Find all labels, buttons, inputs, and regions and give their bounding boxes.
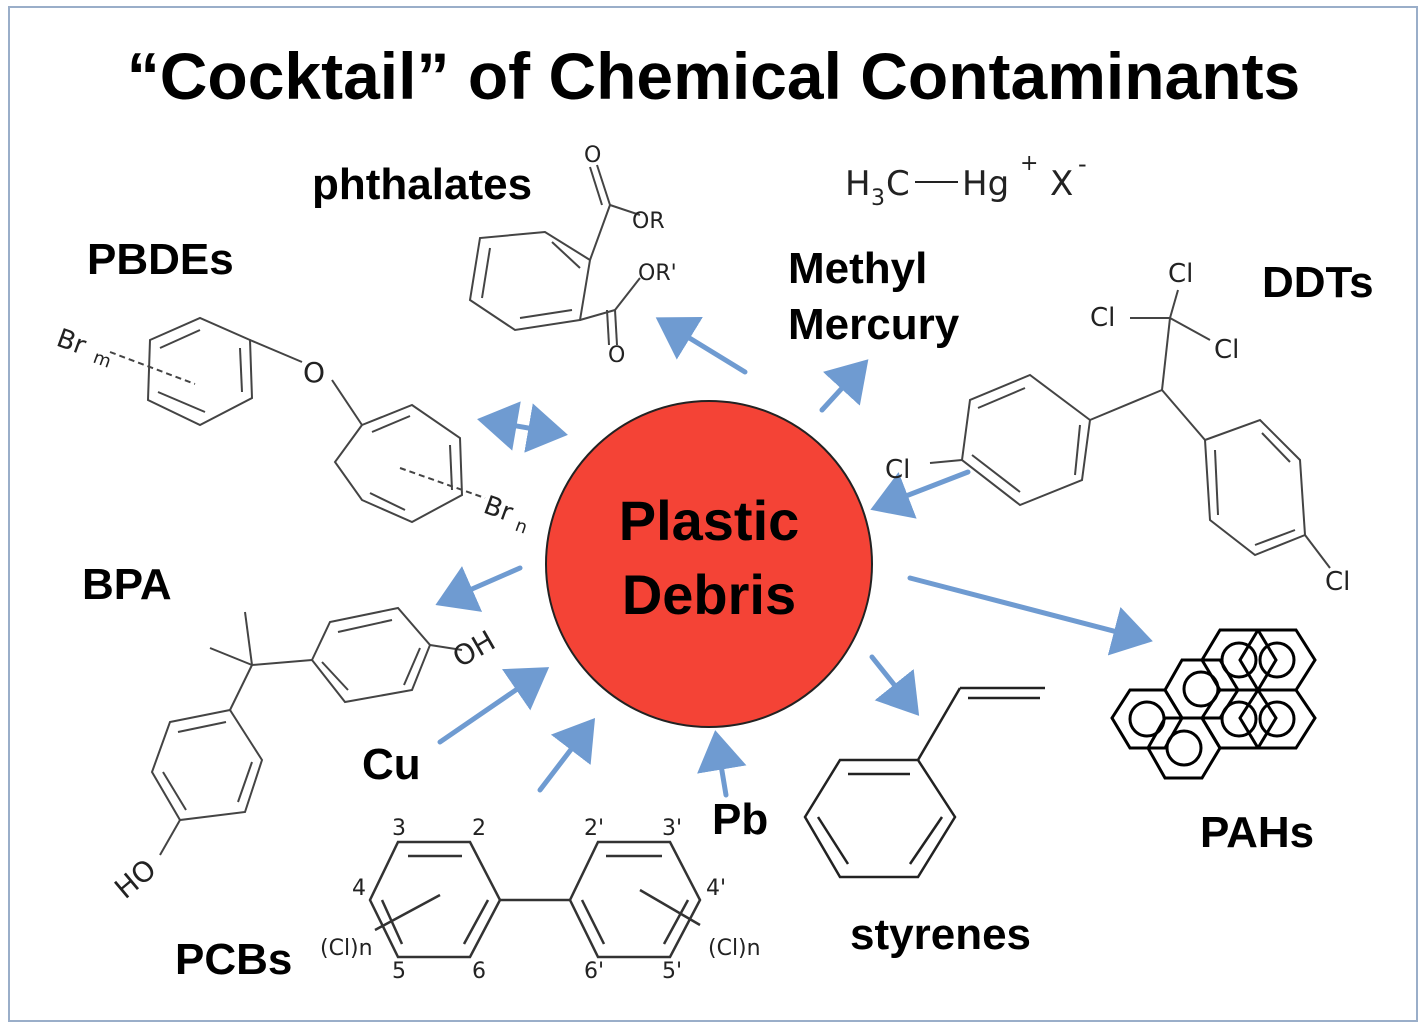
ddt-structure (929, 289, 1331, 569)
svg-text:-: - (1078, 150, 1087, 178)
svg-text:X: X (1050, 164, 1073, 204)
svg-text:4': 4' (706, 876, 726, 901)
svg-text:2': 2' (584, 816, 604, 841)
svg-text:H: H (845, 164, 871, 204)
center-label-line1: Plastic (619, 489, 800, 552)
arrow-to-pahs (907, 575, 1153, 656)
label-pb: Pb (712, 795, 769, 844)
arrow-from-ddts (870, 469, 971, 519)
arrow-from-pb (697, 730, 747, 798)
pbde-structure (109, 316, 486, 524)
label-ddts: DDTs (1262, 258, 1374, 307)
arrow-from-pcbs (537, 718, 596, 793)
pbde-br-m: Br (53, 323, 90, 361)
phthalate-or: OR (632, 209, 665, 234)
phthalate-o-top: O (584, 143, 601, 168)
phthalate-orp: OR' (638, 261, 677, 286)
ddt-cl-left: Cl (1090, 303, 1115, 333)
svg-text:C: C (886, 164, 910, 204)
pcb-numbers: 3 2 4 5 6 2' 3' 4' 6' 5' (352, 816, 726, 984)
slide-title: “Cocktail” of Chemical Contaminants (126, 39, 1301, 113)
arrow-to-styrenes (869, 654, 920, 716)
svg-text:6: 6 (472, 959, 486, 984)
svg-text:4: 4 (352, 876, 366, 901)
svg-text:3: 3 (871, 186, 885, 211)
label-mercury: Mercury (788, 300, 960, 349)
arrow-pbdes-both (477, 401, 568, 453)
label-methyl: Methyl (788, 244, 928, 293)
svg-text:3': 3' (662, 816, 682, 841)
bpa-ho: HO (108, 852, 162, 905)
svg-text:2: 2 (472, 816, 486, 841)
ddt-cl-top: Cl (1168, 259, 1193, 289)
arrow-to-methylmercury (819, 359, 869, 413)
label-phthalates: phthalates (312, 160, 533, 209)
svg-text:6': 6' (584, 959, 604, 984)
pcb-structure (368, 840, 702, 959)
ddt-cl-right: Cl (1214, 335, 1239, 365)
svg-text:5: 5 (392, 959, 406, 984)
pbde-br-m-sub: m (90, 347, 114, 373)
pah-structure (1110, 628, 1317, 780)
arrow-from-cu (437, 667, 550, 745)
pbde-br-n: Br (480, 490, 517, 528)
arrow-to-bpa (435, 565, 523, 612)
label-cu: Cu (362, 740, 421, 789)
plastic-debris-circle (545, 400, 873, 728)
bpa-structure (150, 606, 463, 856)
center-label-line2: Debris (622, 563, 796, 626)
label-pbdes: PBDEs (87, 235, 234, 284)
styrene-structure (803, 686, 1045, 879)
label-styrenes: styrenes (850, 910, 1032, 959)
ddt-cl-ring2: Cl (1325, 567, 1350, 597)
pbde-br-n-sub: n (512, 515, 530, 539)
pbde-oxygen: O (303, 356, 325, 389)
svg-text:+: + (1020, 151, 1038, 176)
phthalate-structure (468, 164, 641, 346)
svg-text:5': 5' (662, 959, 682, 984)
arrow-to-phthalates (655, 316, 748, 375)
pcb-cln-right: (Cl)n (708, 936, 761, 961)
svg-text:3: 3 (392, 816, 406, 841)
label-pcbs: PCBs (175, 935, 293, 984)
svg-text:Hg: Hg (962, 164, 1009, 204)
ddt-cl-ring1: Cl (885, 455, 910, 485)
methylmercury-formula: H 3 C Hg + X - (845, 150, 1087, 211)
phthalate-o-bottom: O (608, 343, 625, 368)
pcb-cln-left: (Cl)n (320, 936, 373, 961)
bpa-oh: OH (447, 624, 501, 674)
label-pahs: PAHs (1200, 808, 1315, 857)
label-bpa: BPA (82, 560, 172, 609)
